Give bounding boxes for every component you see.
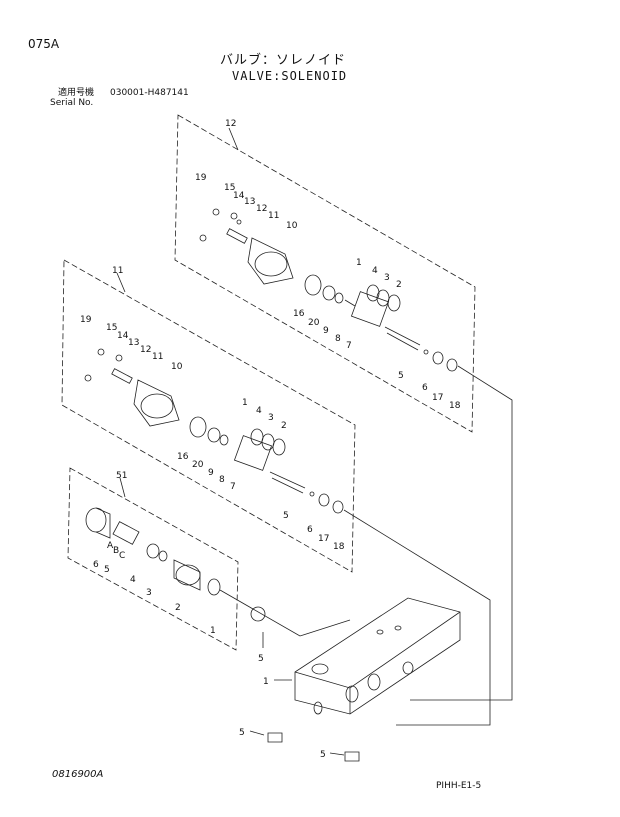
- svg-text:9: 9: [323, 326, 329, 336]
- page-reference: PIHH-E1-5: [436, 781, 482, 791]
- svg-text:2: 2: [175, 603, 181, 613]
- svg-text:12: 12: [256, 204, 267, 214]
- pipe-line-middle: [343, 509, 491, 726]
- title-japanese: バルブ：ソレノイド: [220, 53, 347, 68]
- serial-number-range: 030001-H487141: [110, 88, 189, 98]
- svg-text:1: 1: [210, 626, 216, 636]
- svg-text:8: 8: [335, 334, 341, 344]
- svg-text:5: 5: [398, 371, 404, 381]
- svg-text:16: 16: [293, 309, 305, 319]
- svg-text:5: 5: [258, 654, 264, 664]
- svg-text:3: 3: [384, 273, 390, 283]
- svg-text:15: 15: [106, 323, 117, 333]
- middle-assembly: [84, 348, 344, 514]
- svg-text:18: 18: [449, 401, 461, 411]
- svg-text:4: 4: [256, 406, 262, 416]
- group-box-lower: [67, 467, 239, 651]
- svg-text:6: 6: [307, 525, 313, 535]
- svg-text:A: A: [107, 541, 114, 551]
- svg-text:17: 17: [318, 534, 329, 544]
- svg-text:14: 14: [233, 191, 245, 201]
- svg-text:4: 4: [372, 266, 378, 276]
- lower-assembly: [85, 507, 221, 596]
- group-box-upper: [174, 114, 476, 433]
- svg-text:12: 12: [140, 345, 151, 355]
- svg-text:15: 15: [224, 183, 235, 193]
- callout-group-upper: 12: [225, 119, 236, 129]
- svg-text:6: 6: [422, 383, 428, 393]
- figure-number: 0816900A: [52, 769, 104, 780]
- svg-text:3: 3: [268, 413, 274, 423]
- svg-text:19: 19: [195, 173, 207, 183]
- svg-text:B: B: [113, 546, 119, 556]
- callout-group-middle: 11: [112, 266, 123, 276]
- group-box-middle: [61, 259, 356, 573]
- svg-text:17: 17: [432, 393, 443, 403]
- callout-group-lower: 51: [116, 471, 127, 481]
- pipe-line-lower: [219, 589, 351, 637]
- serial-label-japanese: 適用号機: [58, 88, 95, 98]
- svg-text:20: 20: [308, 318, 320, 328]
- svg-text:5: 5: [104, 565, 110, 575]
- svg-text:19: 19: [80, 315, 92, 325]
- svg-text:2: 2: [281, 421, 287, 431]
- svg-text:C: C: [119, 551, 125, 561]
- svg-text:6: 6: [93, 560, 99, 570]
- svg-text:1: 1: [356, 258, 362, 268]
- svg-text:18: 18: [333, 542, 345, 552]
- svg-text:2: 2: [396, 280, 402, 290]
- valve-body: [250, 597, 461, 762]
- upper-assembly: [199, 208, 458, 372]
- svg-text:20: 20: [192, 460, 204, 470]
- svg-text:8: 8: [219, 475, 225, 485]
- svg-text:5: 5: [283, 511, 289, 521]
- svg-text:16: 16: [177, 452, 189, 462]
- svg-text:1: 1: [242, 398, 248, 408]
- svg-text:11: 11: [268, 211, 279, 221]
- serial-label-english: Serial No.: [50, 98, 94, 108]
- svg-text:3: 3: [146, 588, 152, 598]
- svg-text:5: 5: [239, 728, 245, 738]
- svg-text:10: 10: [171, 362, 183, 372]
- svg-text:14: 14: [117, 331, 129, 341]
- svg-text:1: 1: [263, 677, 269, 687]
- svg-text:7: 7: [346, 341, 352, 351]
- title-english: VALVE:SOLENOID: [232, 69, 348, 83]
- svg-text:5: 5: [320, 750, 326, 760]
- svg-text:10: 10: [286, 221, 298, 231]
- svg-text:7: 7: [230, 482, 236, 492]
- svg-text:13: 13: [244, 197, 255, 207]
- svg-text:11: 11: [152, 352, 163, 362]
- svg-text:13: 13: [128, 338, 139, 348]
- page-code: 075A: [28, 37, 60, 51]
- svg-text:9: 9: [208, 468, 214, 478]
- pipe-line-upper: [410, 365, 513, 701]
- svg-text:4: 4: [130, 575, 136, 585]
